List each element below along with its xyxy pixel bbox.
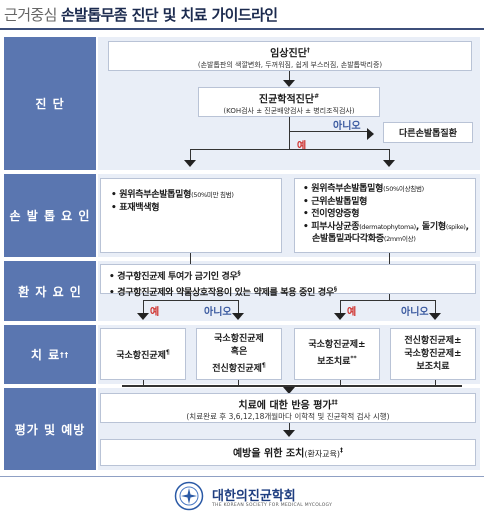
arrow-head [429,313,441,320]
arrow-head [283,387,295,394]
connector [289,131,369,132]
title-divider [0,28,484,30]
nail-left-item: • 표재백색형 [111,202,160,213]
connector [143,300,144,314]
connector [143,380,144,386]
treatment-box-2: 국소항진균제 혹은 전신항진균제¶ [196,328,282,380]
connector [435,300,436,314]
nail-right-item: • 전이영양증형 [303,209,360,219]
connector [238,300,239,314]
connector [122,385,462,387]
society-emblem-icon [174,481,204,511]
connector [190,294,191,300]
clinical-diagnosis-box: 임상진단† (손발톱판의 색깔변화, 두꺼워짐, 쉽게 부스러짐, 손발톱박리증… [108,41,472,71]
myco-mark: # [314,93,320,100]
myco-subtitle: (KOH검사 ± 진균배양검사 ± 병리조직검사) [223,107,355,116]
nail-factor-left-box: • 원위측부손발톱밑형(50%미만 침범) • 표재백색형 [100,178,282,253]
row-header-nail-factor: 손 발 톱 요 인 [4,174,96,257]
row-header-diagnosis: 진 단 [4,37,96,170]
patient-item: • 경구항진균제와 약물상호작용이 있는 약제를 복용 중인 경우§ [109,285,337,298]
connector [190,149,191,161]
other-disease-box: 다른손발톱질환 [383,122,473,143]
yes-label-diagnosis: 예 [297,141,307,152]
clinical-subtitle: (손발톱판의 색깔변화, 두꺼워짐, 쉽게 부스러짐, 손발톱박리증) [197,61,383,70]
no-label-patient-right: 아니오 [401,307,429,318]
connector [190,149,390,150]
row-header-evaluation: 평가 및 예방 [4,388,96,470]
connector [143,300,239,301]
arrow-head [283,430,295,437]
response-evaluation-box: 치료에 대한 반응 평가‡‡ (치료완료 후 3,6,12,18개월마다 이학적… [100,393,476,423]
page-title: 근거중심 손발톱무좀 진단 및 치료 가이드라인 [4,4,278,25]
connector [238,380,239,386]
society-name: 대한의진균학회 [212,489,296,504]
mycological-diagnosis-box: 진균학적진단# (KOH검사 ± 진균배양검사 ± 병리조직검사) [198,87,380,117]
nail-factor-right-box: • 원위측부손발톱밑형(50%이상침범) • 근위손발톱밑형 • 전이영양증형 … [294,178,476,253]
connector [435,380,436,386]
no-label-diagnosis: 아니오 [333,121,361,132]
arrow-head [184,160,196,167]
connector [289,117,290,149]
nail-right-item: • 피부사상균종(dermatophytoma), 돌기형(spike), [303,221,469,232]
nail-left-item: • 원위측부손발톱밑형(50%미만 침범) [111,190,234,200]
connector [389,294,390,300]
arrow-head [232,313,244,320]
connector [340,380,341,386]
clinical-title: 임상진단 [270,48,307,60]
no-label-patient-left: 아니오 [204,307,232,318]
society-logo [174,481,204,511]
yes-label-patient-left: 예 [150,307,160,318]
title-prefix: 근거중심 [4,6,57,24]
myco-title: 진균학적진단 [258,94,315,106]
arrow-head [367,128,374,140]
treatment-box-3: 국소항진균제± 보조치료** [294,328,380,380]
connector [389,149,390,161]
connector [289,71,290,81]
treatment-mark: †† [60,350,70,359]
row-header-patient-factor: 환 자 요 인 [4,261,96,321]
nail-right-item: • 근위손발톱밑형 [303,196,368,207]
arrow-head [383,160,395,167]
society-name-en: THE KOREAN SOCIETY FOR MEDICAL MYCOLOGY [212,503,333,508]
patient-factor-box: • 경구항진균제 투여가 금기인 경우§ • 경구항진균제와 약물상호작용이 있… [100,264,476,298]
connector [289,423,290,431]
footer-divider [0,476,484,477]
patient-item: • 경구항진균제 투여가 금기인 경우§ [109,270,241,282]
arrow-head [334,313,346,320]
arrow-head [137,313,149,320]
connector [340,300,341,314]
title-main: 손발톱무좀 진단 및 치료 가이드라인 [60,6,278,24]
connector [340,300,436,301]
connector [190,253,191,265]
prevention-box: 예방을 위한 조치(환자교육)‡ [100,439,476,466]
yes-label-patient-right: 예 [347,307,357,318]
arrow-head [283,80,295,87]
treatment-box-4: 전신항진균제± 국소항진균제± 보조치료 [390,328,476,380]
nail-right-item: 손발톱밑과다각화증(2mm이상) [312,234,416,244]
treatment-box-1: 국소항진균제¶ [100,328,186,380]
row-header-treatment-label: 치 료 [30,348,61,362]
clinical-mark: † [306,47,310,54]
nail-right-item: • 원위측부손발톱밑형(50%이상침범) [303,184,424,194]
row-header-treatment: 치 료†† [4,325,96,384]
connector [389,253,390,265]
